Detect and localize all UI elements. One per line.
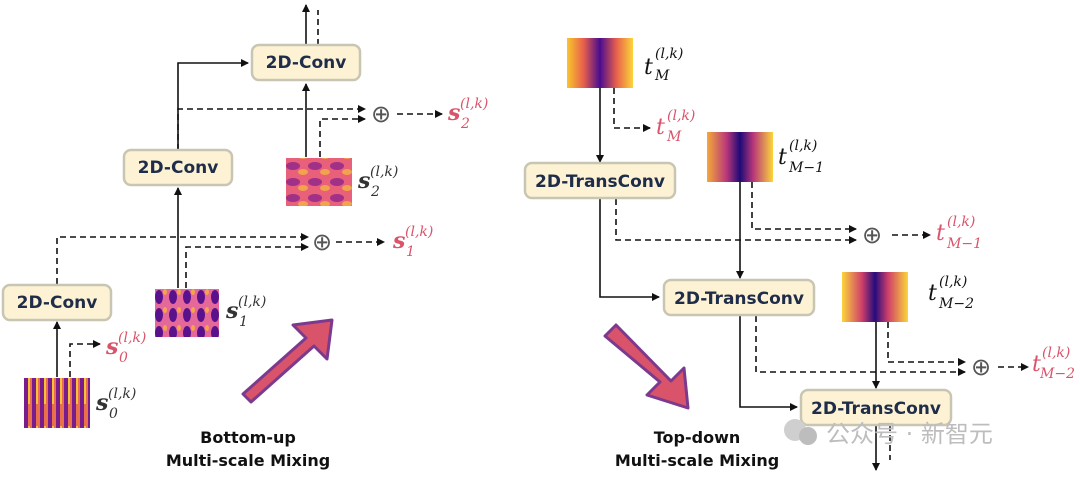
s1-label: s (l,k) 1 (225, 294, 266, 330)
plus-operator-left-1: ⊕ (312, 228, 332, 256)
s0-heatmap (24, 378, 90, 428)
right-dashed-connectors (613, 88, 1029, 460)
bottom-up-direction-arrow (241, 318, 334, 404)
svg-text:s: s (392, 228, 405, 254)
conv-box-bottom: 2D-Conv (1, 283, 113, 322)
svg-text:t: t (936, 221, 945, 246)
s1-heatmap (155, 289, 219, 337)
tM1-mixed-label: t (l,k) M−1 (936, 214, 982, 252)
svg-text:2: 2 (460, 116, 470, 132)
svg-text:t: t (778, 145, 787, 170)
svg-text:M−2: M−2 (938, 296, 974, 312)
watermark: 公众号 · 新智元 (784, 419, 993, 448)
svg-text:1: 1 (406, 244, 415, 260)
tM-label: t (l,k) M (644, 46, 683, 84)
conv-mid-label: 2D-Conv (138, 158, 219, 178)
plus-operator-right-2: ⊕ (971, 353, 991, 381)
svg-text:s: s (447, 100, 460, 126)
svg-text:s: s (225, 298, 238, 324)
svg-text:(l,k): (l,k) (118, 330, 146, 346)
svg-text:(l,k): (l,k) (789, 138, 817, 154)
svg-text:s: s (95, 390, 108, 416)
svg-text:(l,k): (l,k) (108, 386, 136, 402)
transconv-box-mid: 2D-TransConv (662, 278, 816, 317)
conv-box-top: 2D-Conv (250, 43, 362, 82)
svg-text:(l,k): (l,k) (460, 96, 488, 112)
transconv-bottom-label: 2D-TransConv (811, 399, 941, 419)
tM1-heatmap (707, 132, 773, 182)
svg-text:1: 1 (239, 314, 248, 330)
svg-text:(l,k): (l,k) (939, 274, 967, 290)
s2-label: s (l,k) 2 (357, 164, 398, 200)
tM-mixed-label: t (l,k) M (656, 108, 695, 145)
transconv-top-label: 2D-TransConv (535, 172, 665, 192)
svg-text:(l,k): (l,k) (1042, 345, 1070, 361)
s1-mixed-label: s (l,k) 1 (392, 224, 433, 260)
svg-text:(l,k): (l,k) (947, 214, 975, 230)
svg-text:(l,k): (l,k) (405, 224, 433, 240)
watermark-text: 公众号 · 新智元 (826, 420, 993, 448)
transconv-box-bottom: 2D-TransConv (799, 388, 953, 427)
svg-text:(l,k): (l,k) (370, 164, 398, 180)
conv-top-label: 2D-Conv (266, 53, 347, 73)
conv-box-mid: 2D-Conv (122, 148, 234, 187)
svg-text:M: M (654, 68, 670, 84)
tM2-label: t (l,k) M−2 (928, 274, 974, 312)
right-solid-connectors (596, 88, 880, 471)
svg-text:2: 2 (370, 184, 380, 200)
svg-text:0: 0 (119, 350, 128, 366)
left-solid-connectors (53, 4, 310, 377)
left-caption-line1: Bottom-up (200, 428, 296, 447)
svg-text:t: t (656, 115, 665, 140)
top-down-direction-arrow (603, 323, 690, 410)
tM2-mixed-label: t (l,k) M−2 (1032, 345, 1075, 382)
s2-mixed-label: s (l,k) 2 (447, 96, 488, 132)
transconv-mid-label: 2D-TransConv (674, 289, 804, 309)
plus-operator-right-1: ⊕ (862, 221, 882, 249)
plus-operator-left-2: ⊕ (371, 100, 391, 128)
transconv-box-top: 2D-TransConv (523, 161, 677, 200)
right-caption-line1: Top-down (654, 428, 741, 447)
svg-text:(l,k): (l,k) (238, 294, 266, 310)
s0-mixed-label: s (l,k) 0 (105, 330, 146, 366)
svg-text:t: t (1032, 352, 1041, 377)
svg-text:t: t (928, 281, 937, 306)
left-caption-line2: Multi-scale Mixing (166, 451, 330, 470)
tM2-heatmap (842, 272, 908, 322)
svg-text:(l,k): (l,k) (667, 108, 695, 124)
right-caption-line2: Multi-scale Mixing (615, 451, 779, 470)
svg-text:M: M (666, 129, 682, 145)
svg-text:(l,k): (l,k) (655, 46, 683, 62)
svg-text:s: s (105, 334, 118, 360)
svg-text:0: 0 (109, 406, 118, 422)
svg-text:M−1: M−1 (946, 236, 982, 252)
svg-text:s: s (357, 168, 370, 194)
left-dashed-connectors (56, 10, 443, 377)
svg-text:t: t (644, 55, 653, 80)
svg-text:M−2: M−2 (1039, 366, 1075, 382)
conv-bottom-label: 2D-Conv (17, 293, 98, 313)
tM-heatmap (567, 38, 633, 88)
tM1-label: t (l,k) M−1 (778, 138, 824, 176)
s2-heatmap (286, 158, 352, 206)
svg-text:M−1: M−1 (788, 160, 824, 176)
s0-label: s (l,k) 0 (95, 386, 136, 422)
